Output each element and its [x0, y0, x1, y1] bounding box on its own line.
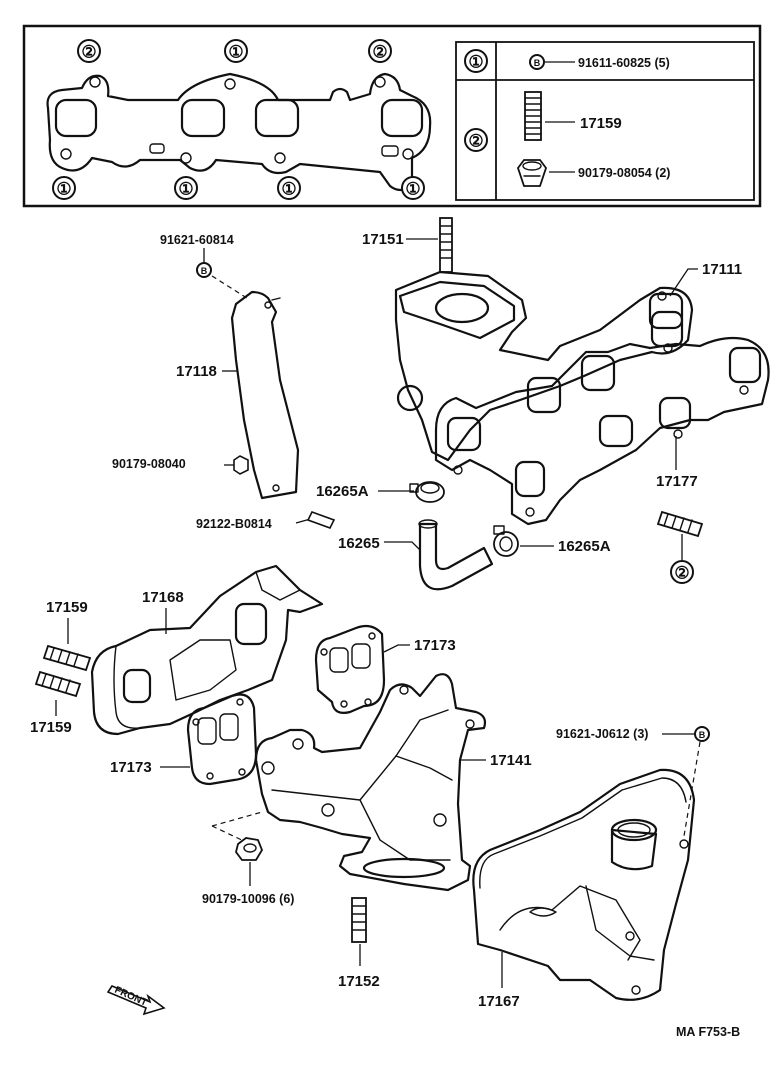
stud-icon [34, 670, 82, 698]
label-17168: 17168 [142, 589, 184, 606]
label-17159-bottom: 17159 [30, 719, 72, 736]
stud-icon [351, 897, 367, 943]
svg-text:②: ② [372, 43, 387, 62]
svg-text:①: ① [228, 43, 243, 62]
bolt-marker-icon: B [694, 726, 710, 742]
gasket-callout-top-left: ② [77, 39, 101, 63]
svg-text:①: ① [281, 180, 296, 199]
svg-text:②: ② [81, 43, 96, 62]
bolt-marker-icon: B [196, 262, 212, 278]
figure-code: MA F753-B [676, 1025, 740, 1039]
legend-part-17159: 17159 [580, 115, 622, 132]
label-17111: 17111 [702, 261, 742, 278]
nut-90179-10096: 90179-10096 (6) [202, 811, 294, 906]
stud-icon [439, 217, 453, 273]
label-90179-10096: 90179-10096 (6) [202, 892, 294, 906]
stud-17159-callout: ② [656, 510, 704, 584]
label-92122-B0814: 92122-B0814 [196, 517, 272, 531]
label-17173-upper: 17173 [414, 637, 456, 654]
heat-insulator-17167: 91621-J0612 (3) B 17167 [472, 726, 710, 1010]
legend-part-91611-60825: 91611-60825 (5) [578, 56, 670, 70]
gasket-17177: 17177 [434, 310, 770, 526]
legend-part-90179-08054: 90179-08054 (2) [578, 166, 670, 180]
stud-icon [306, 511, 336, 529]
svg-text:B: B [699, 730, 706, 740]
svg-text:B: B [201, 266, 208, 276]
label-91621-60814: 91621-60814 [160, 233, 234, 247]
bolt-marker-icon: B [529, 54, 545, 70]
label-17177: 17177 [656, 473, 698, 490]
nut-icon [235, 837, 264, 861]
nut-icon [233, 455, 249, 475]
exhaust-manifold-17141: 17141 [254, 673, 532, 892]
gasket-17173-lower: 17173 [110, 693, 258, 786]
manifold-17111: 17151 17111 [362, 217, 742, 462]
svg-text:①: ① [468, 53, 483, 72]
label-17151: 17151 [362, 231, 404, 248]
nut-icon [516, 159, 548, 187]
gasket-detail-box: ① ② B 91611-60825 (5) 17159 [22, 24, 762, 208]
label-90179-08040: 90179-08040 [112, 457, 186, 471]
svg-text:②: ② [468, 132, 483, 151]
front-arrow-icon: FRONT [106, 985, 166, 1016]
gasket-callout-top-mid: ① [224, 39, 248, 63]
stud-icon [524, 91, 542, 141]
label-17159-top: 17159 [46, 599, 88, 616]
svg-text:B: B [534, 58, 541, 68]
gasket-callout-bottom-2: ① [174, 176, 198, 200]
svg-text:①: ① [405, 180, 420, 199]
legend-table: ① ② B 91611-60825 (5) 17159 [455, 41, 755, 201]
gasket-17173-upper: 17173 [314, 624, 456, 714]
label-17167: 17167 [478, 993, 520, 1010]
manifold-gasket-drawing [46, 72, 432, 192]
hose-16265: 16265A 16265 16265A [316, 481, 611, 591]
label-17152: 17152 [338, 973, 380, 990]
label-17118: 17118 [176, 363, 217, 380]
callout-2: ② [674, 564, 689, 583]
stud-17152: 17152 [338, 897, 380, 990]
label-17173-lower: 17173 [110, 759, 152, 776]
front-label: FRONT [113, 985, 149, 1009]
label-16265A-right: 16265A [558, 538, 611, 555]
legend-callout-2: ② [464, 128, 488, 152]
gasket-callout-bottom-4: ① [401, 176, 425, 200]
stud-icon [42, 644, 92, 672]
heat-insulator-17168: 17159 17159 17168 [30, 564, 324, 736]
gasket-callout-bottom-3: ① [277, 176, 301, 200]
hose-clamp-icon [409, 481, 445, 503]
gasket-callout-bottom-1: ① [52, 176, 76, 200]
label-91621-J0612: 91621-J0612 (3) [556, 727, 648, 741]
label-17141: 17141 [490, 752, 532, 769]
label-16265: 16265 [338, 535, 380, 552]
stud-icon [656, 510, 704, 538]
gasket-callout-top-right: ② [368, 39, 392, 63]
bracket-17118: 91621-60814 B 17118 90179-08040 92122-B0… [112, 233, 336, 531]
svg-text:①: ① [56, 180, 71, 199]
legend-callout-1: ① [464, 49, 488, 73]
svg-text:①: ① [178, 180, 193, 199]
hose-clamp-icon [493, 525, 519, 557]
label-16265A-top: 16265A [316, 483, 369, 500]
